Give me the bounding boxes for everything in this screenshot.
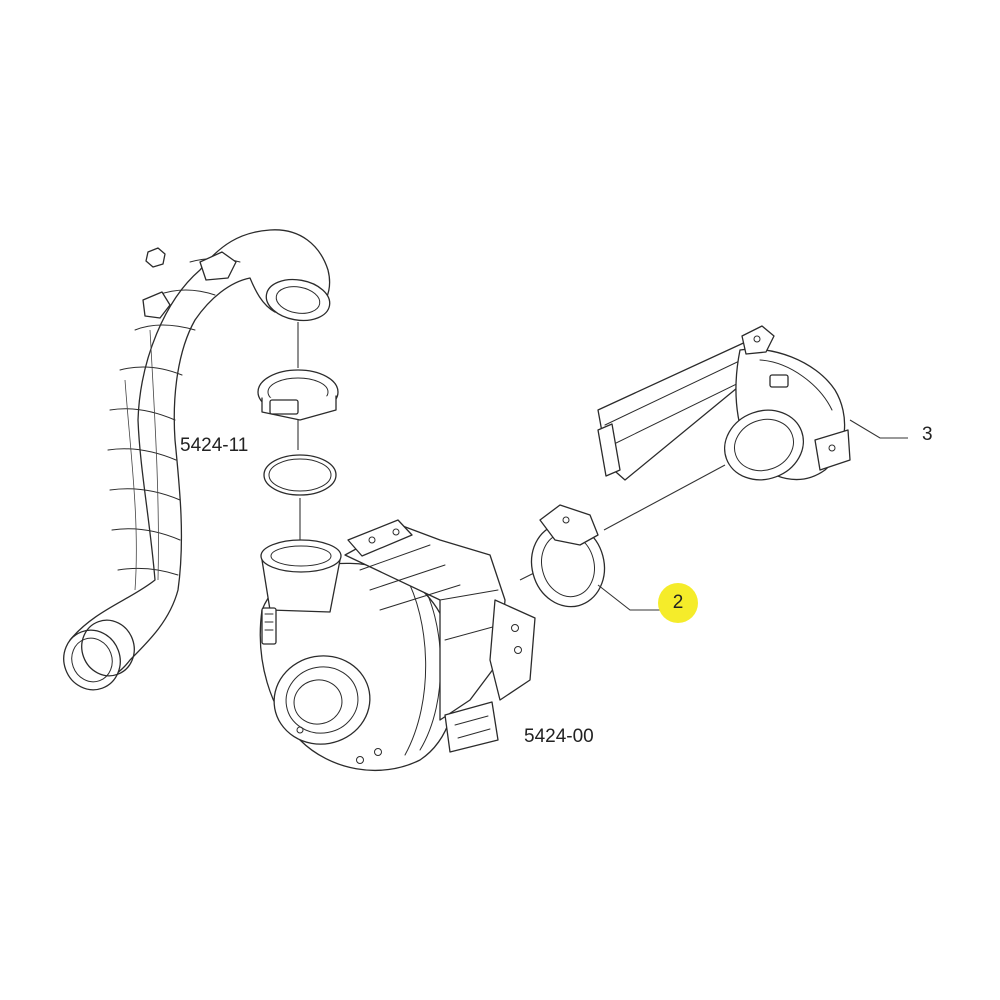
intake-hose bbox=[63, 229, 331, 691]
callout-part-2[interactable]: 2 bbox=[658, 583, 698, 623]
hose-clamp bbox=[257, 322, 339, 450]
label-assembly-5424-00: 5424-00 bbox=[524, 726, 594, 747]
exhaust-elbow bbox=[597, 325, 908, 481]
v-band-clamp bbox=[519, 464, 726, 611]
label-assembly-5424-11: 5424-11 bbox=[180, 435, 249, 456]
label-part-3: 3 bbox=[922, 424, 933, 445]
o-ring bbox=[263, 454, 337, 540]
callout-highlight bbox=[658, 583, 698, 623]
callout-part-2-label: 2 bbox=[672, 592, 684, 613]
turbocharger bbox=[259, 519, 536, 772]
